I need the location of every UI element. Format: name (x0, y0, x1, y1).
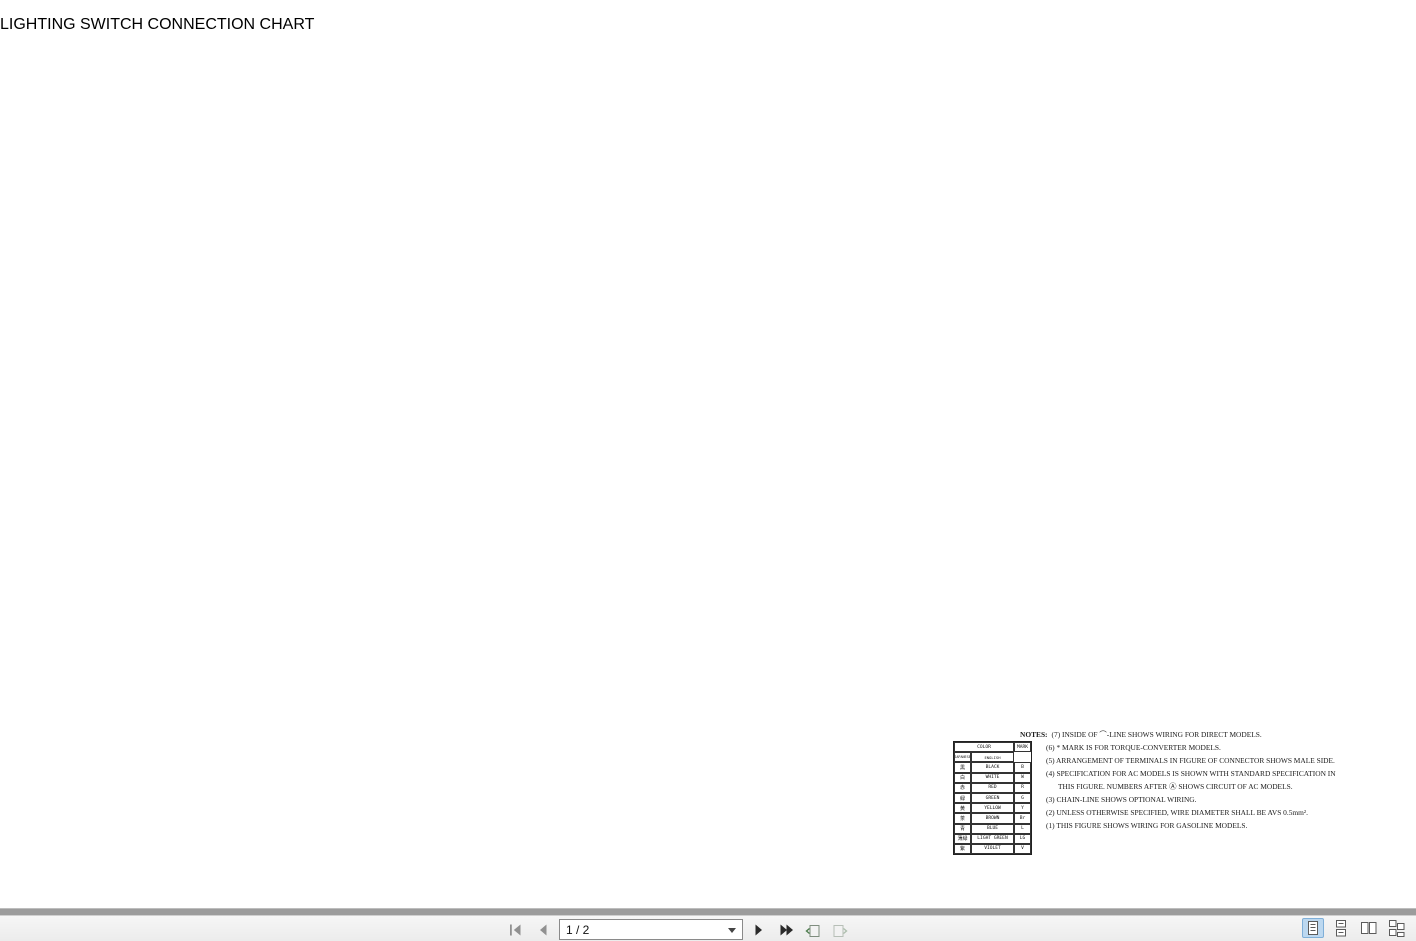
color-row-en: WHITE (971, 772, 1014, 783)
first-page-button[interactable] (505, 920, 527, 940)
page-indicator-combo[interactable] (559, 919, 743, 940)
color-row-jp: 白 (954, 772, 971, 783)
note-2: (2) UNLESS OTHERWISE SPECIFIED, WIRE DIA… (1046, 808, 1308, 817)
color-table-header: COLOR (954, 742, 1014, 753)
color-row-en: RED (971, 782, 1014, 793)
next-view-button[interactable] (829, 920, 851, 940)
note-7: (7) INSIDE OF ⌒-LINE SHOWS WIRING FOR DI… (1051, 730, 1262, 739)
continuous-facing-view-icon (1389, 919, 1405, 937)
scrollbar-strip[interactable] (0, 908, 1416, 915)
last-page-icon (780, 924, 793, 935)
color-row-en: VIOLET (971, 843, 1014, 855)
next-page-icon (755, 924, 762, 935)
color-row-mark: W (1014, 772, 1031, 783)
previous-page-button[interactable] (532, 920, 554, 940)
color-row-mark: Y (1014, 803, 1031, 814)
color-row-jp: 黄 (954, 803, 971, 814)
color-row-mark: L (1014, 823, 1031, 834)
continuous-view-button[interactable] (1330, 918, 1352, 938)
note-5: (5) ARRANGEMENT OF TERMINALS IN FIGURE O… (1046, 756, 1335, 765)
viewer-toolbar (0, 915, 1416, 941)
color-row-jp: 茶 (954, 813, 971, 824)
color-row-jp: 青 (954, 823, 971, 834)
page-dropdown-caret-icon[interactable] (728, 928, 736, 933)
color-row-mark: G (1014, 792, 1031, 804)
color-row-en: BLUE (971, 823, 1014, 834)
page-layout-controls (1302, 918, 1408, 938)
pdf-page: LIGHTING SWITCH CONNECTION CHART NOTES:(… (0, 0, 1416, 908)
color-row-jp: 黒 (954, 762, 971, 773)
first-page-icon (510, 924, 521, 935)
single-page-view-button[interactable] (1302, 918, 1324, 938)
color-row-en: GREEN (971, 792, 1014, 804)
color-row-mark: Br (1014, 813, 1031, 824)
single-page-view-icon (1308, 920, 1318, 935)
color-row-en: BROWN (971, 813, 1014, 824)
color-row-mark: R (1014, 782, 1031, 793)
color-row-jp: 赤 (954, 782, 971, 793)
color-row-jp: 紫 (954, 843, 971, 855)
facing-pages-view-icon (1361, 921, 1377, 934)
facing-pages-view-button[interactable] (1358, 918, 1380, 938)
color-row-mark: B (1014, 762, 1031, 773)
page-indicator-input[interactable] (564, 921, 726, 938)
previous-view-icon (805, 924, 820, 937)
previous-view-button[interactable] (802, 920, 824, 940)
continuous-facing-view-button[interactable] (1386, 918, 1408, 938)
color-row-mark: V (1014, 843, 1031, 855)
next-page-button[interactable] (748, 920, 770, 940)
color-row-jp: 緑 (954, 792, 971, 804)
notes-block: NOTES:(7) INSIDE OF ⌒-LINE SHOWS WIRING … (1020, 728, 1336, 832)
color-row-en: BLACK (971, 762, 1014, 773)
schematic-labels: LIGHTING SWITCH CONNECTION CHART (0, 16, 314, 33)
color-table-col-english: ENGLISH (971, 752, 1014, 763)
note-3: (3) CHAIN-LINE SHOWS OPTIONAL WIRING. (1046, 795, 1197, 804)
color-row-en: YELLOW (971, 803, 1014, 814)
previous-page-icon (540, 924, 547, 935)
last-page-button[interactable] (775, 920, 797, 940)
label-lighting-chart-title: LIGHTING SWITCH CONNECTION CHART (0, 16, 315, 33)
color-table-col-japanese: JAPANESE (954, 752, 971, 763)
notes-heading: NOTES: (1020, 730, 1048, 739)
color-row-jp: 薄緑 (954, 833, 971, 844)
color-row-en: LIGHT GREEN (971, 833, 1014, 844)
continuous-view-icon (1336, 919, 1346, 936)
color-table-mark-header: MARK (1014, 742, 1031, 753)
next-view-icon (833, 924, 848, 937)
note-4a: (4) SPECIFICATION FOR AC MODELS IS SHOWN… (1046, 769, 1336, 778)
note-6: (6) * MARK IS FOR TORQUE-CONVERTER MODEL… (1046, 743, 1221, 752)
scan-page-border: LIGHTING SWITCH CONNECTION CHART (0, 16, 314, 33)
page-navigation (505, 919, 851, 940)
note-1: (1) THIS FIGURE SHOWS WIRING FOR GASOLIN… (1046, 821, 1248, 830)
color-row-mark: LG (1014, 833, 1031, 844)
note-line: NOTES:(7) INSIDE OF ⌒-LINE SHOWS WIRING … (1020, 728, 1332, 741)
note-4b: THIS FIGURE. NUMBERS AFTER Ⓐ SHOWS CIRCU… (1058, 782, 1293, 791)
